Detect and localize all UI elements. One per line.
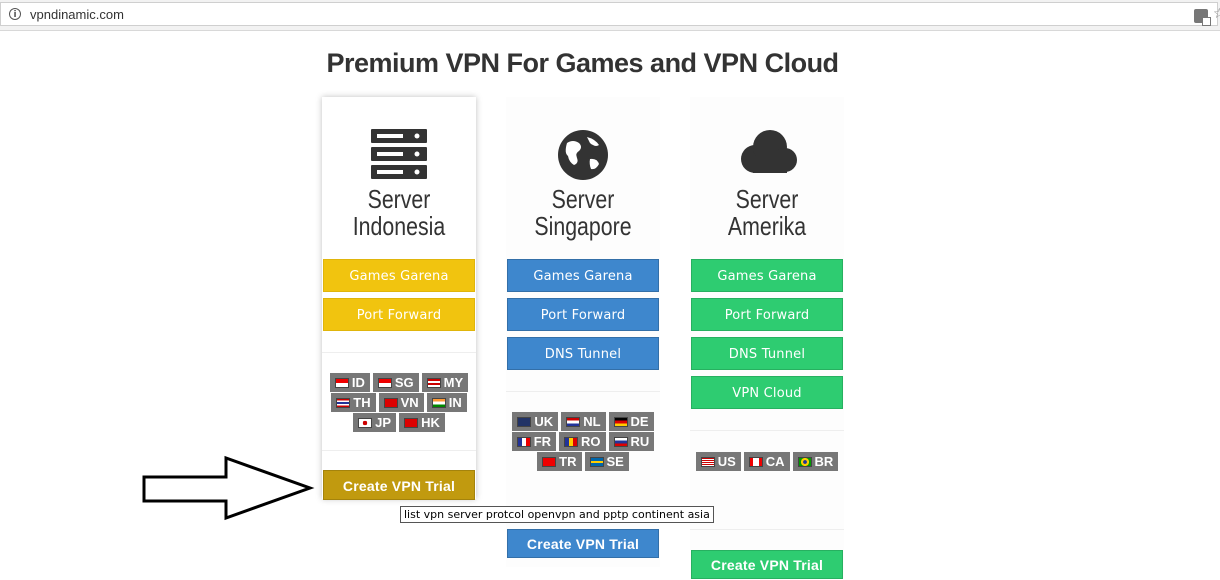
flag-ca: CA bbox=[743, 452, 790, 471]
server-card-indonesia: Server Indonesia Games Garena Port Forwa… bbox=[322, 97, 476, 500]
games-garena-button[interactable]: Games Garena bbox=[507, 259, 659, 292]
page-heading: Premium VPN For Games and VPN Cloud bbox=[326, 48, 839, 78]
games-garena-button[interactable]: Games Garena bbox=[691, 259, 843, 292]
games-garena-button[interactable]: Games Garena bbox=[323, 259, 475, 292]
port-forward-button[interactable]: Port Forward bbox=[323, 298, 475, 331]
flag-th: TH bbox=[331, 393, 376, 412]
flag-ru: RU bbox=[608, 432, 655, 451]
address-bar[interactable]: i vpndinamic.com ☆ bbox=[0, 2, 1220, 26]
flag-my: MY bbox=[421, 373, 469, 392]
create-vpn-trial-button[interactable]: Create VPN Trial bbox=[323, 470, 475, 500]
flag-de: DE bbox=[608, 412, 654, 431]
flag-us: US bbox=[695, 452, 741, 471]
translate-icon[interactable] bbox=[1194, 9, 1211, 26]
divider bbox=[506, 391, 660, 392]
divider bbox=[322, 352, 476, 353]
flag-se: SE bbox=[584, 452, 629, 471]
bookmark-star-icon[interactable]: ☆ bbox=[1213, 6, 1220, 22]
flag-hk: HK bbox=[399, 413, 445, 432]
card-title: Server Amerika bbox=[727, 184, 807, 241]
flag-list: US CA BR bbox=[690, 452, 844, 471]
divider bbox=[690, 529, 844, 530]
server-rack-icon bbox=[322, 129, 476, 181]
globe-icon bbox=[506, 129, 660, 181]
flag-list: ID SG MY TH VN IN JP HK bbox=[322, 373, 476, 432]
divider bbox=[690, 430, 844, 431]
port-forward-button[interactable]: Port Forward bbox=[507, 298, 659, 331]
info-icon[interactable]: i bbox=[9, 8, 21, 20]
flag-tr: TR bbox=[537, 452, 582, 471]
flag-ro: RO bbox=[559, 432, 606, 451]
server-card-amerika: Server Amerika Games Garena Port Forward… bbox=[690, 97, 844, 579]
vpn-cloud-button[interactable]: VPN Cloud bbox=[691, 376, 843, 409]
flag-list: UK NL DE FR RO RU TR SE bbox=[506, 412, 660, 471]
tooltip: list vpn server protcol openvpn and pptp… bbox=[400, 506, 714, 523]
dns-tunnel-button[interactable]: DNS Tunnel bbox=[507, 337, 659, 370]
flag-sg: SG bbox=[372, 373, 419, 392]
browser-toolbar: i vpndinamic.com ☆ bbox=[0, 0, 1220, 31]
flag-vn: VN bbox=[378, 393, 424, 412]
create-vpn-trial-button[interactable]: Create VPN Trial bbox=[507, 529, 659, 558]
card-title: Server Indonesia bbox=[352, 184, 446, 241]
server-card-singapore: Server Singapore Games Garena Port Forwa… bbox=[506, 97, 660, 567]
pointer-arrow-icon bbox=[142, 455, 315, 521]
flag-uk: UK bbox=[512, 412, 559, 431]
flag-br: BR bbox=[792, 452, 839, 471]
dns-tunnel-button[interactable]: DNS Tunnel bbox=[691, 337, 843, 370]
flag-jp: JP bbox=[353, 413, 397, 432]
card-title: Server Singapore bbox=[534, 184, 632, 241]
flag-in: IN bbox=[426, 393, 467, 412]
flag-id: ID bbox=[329, 373, 370, 392]
port-forward-button[interactable]: Port Forward bbox=[691, 298, 843, 331]
url-text[interactable]: vpndinamic.com bbox=[30, 7, 124, 22]
flag-fr: FR bbox=[511, 432, 557, 451]
flag-nl: NL bbox=[561, 412, 606, 431]
divider bbox=[322, 450, 476, 451]
create-vpn-trial-button[interactable]: Create VPN Trial bbox=[691, 550, 843, 579]
cloud-icon bbox=[690, 129, 844, 181]
